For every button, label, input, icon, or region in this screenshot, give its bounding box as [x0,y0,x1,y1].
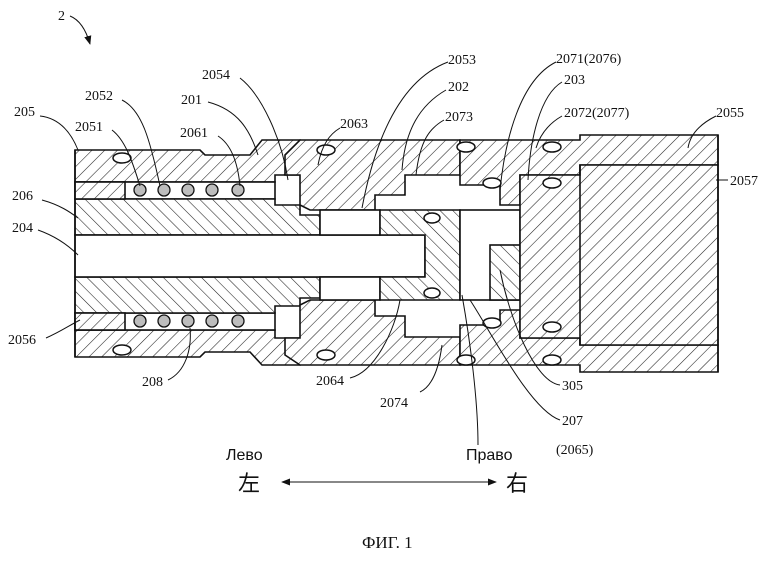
o-ring [543,355,561,365]
spring-coil [134,315,146,327]
housing-left-top [75,140,300,182]
label-2074: 2074 [380,396,408,411]
label-205: 205 [14,105,35,120]
label-2073: 2073 [445,110,473,125]
o-ring [543,178,561,188]
right-direction-label: Право [466,447,513,464]
spring-coil [182,184,194,196]
o-ring [113,345,131,355]
label-2051: 2051 [75,120,103,135]
direction-indicator: Лево 左 Право 右 [226,447,528,497]
middle-housing-bottom [285,300,460,365]
label-305: 305 [562,379,583,394]
label-2072: 2072(2077) [564,106,630,121]
label-2065: (2065) [556,443,594,458]
end-plug-bottom [75,313,125,330]
label-204: 204 [12,221,33,236]
leader-2065 [462,295,478,445]
valve-cross-section [75,135,718,372]
spring-coil [206,184,218,196]
label-2057: 2057 [730,174,758,189]
right-direction-glyph: 右 [506,472,528,497]
label-207: 207 [562,414,583,429]
housing-left-bottom [75,330,300,365]
spring-coil [232,184,244,196]
spring-coil [158,315,170,327]
o-ring [317,350,335,360]
label-2063: 2063 [340,117,368,132]
o-ring [483,178,501,188]
inner-sleeve-bottom [75,277,320,313]
label-203: 203 [564,73,585,88]
o-ring [113,153,131,163]
left-direction-label: Лево [226,447,263,464]
label-202: 202 [448,80,469,95]
leader-204 [38,230,78,255]
o-ring [457,142,475,152]
o-ring [543,322,561,332]
label-201: 201 [181,93,202,108]
label-2056: 2056 [8,333,36,348]
spring-coil [182,315,194,327]
o-ring [317,145,335,155]
central-bore [75,235,425,277]
o-ring [543,142,561,152]
leader-205 [40,116,78,150]
label-2061: 2061 [180,126,208,141]
label-2064: 2064 [316,374,344,389]
threaded-end [520,165,718,345]
spring-coil [232,315,244,327]
label-2054: 2054 [202,68,230,83]
spring-coil [206,315,218,327]
middle-cavity-top [320,210,380,235]
assembly-ref-number: 2 [58,9,65,24]
assembly-reference: 2 [58,9,90,44]
leader-206 [42,200,78,218]
label-206: 206 [12,189,33,204]
label-2071: 2071(2076) [556,52,622,67]
end-plug-top [75,182,125,199]
o-ring [424,213,440,223]
inner-sleeve-top [75,199,320,235]
label-2053: 2053 [448,53,476,68]
figure-caption: ФИГ. 1 [362,533,413,552]
label-208: 208 [142,375,163,390]
left-direction-glyph: 左 [238,472,260,497]
middle-housing-top [285,140,460,210]
o-ring [424,288,440,298]
middle-cavity-bottom [320,277,380,300]
label-2052: 2052 [85,89,113,104]
assembly-ref-arrow [70,16,90,44]
leader-201 [208,102,258,155]
label-2055: 2055 [716,106,744,121]
